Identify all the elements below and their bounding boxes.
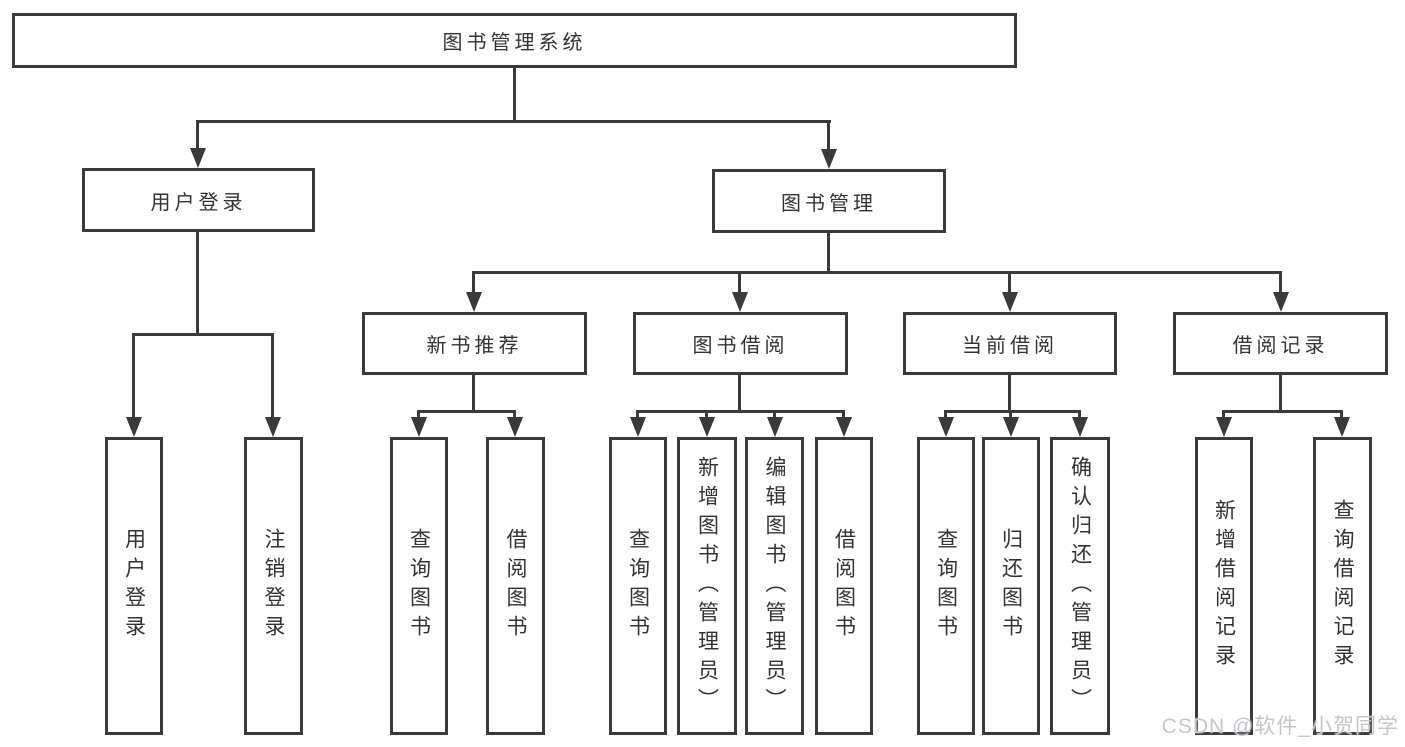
connector-current-borrow-rail: [944, 410, 1081, 413]
node-br-query-record-label: 查询借阅记录: [1331, 499, 1354, 673]
arrow-to-bb-query: [636, 410, 639, 417]
node-book-borrow: 图书借阅: [633, 312, 848, 375]
node-leaf-user-login: 用户登录: [105, 437, 163, 735]
node-leaf-user-login-label: 用户登录: [122, 528, 146, 644]
arrow-to-cb-confirm: [1078, 410, 1081, 417]
node-nb-borrow-books: 借阅图书: [486, 437, 545, 735]
node-leaf-logout-label: 注销登录: [262, 528, 285, 644]
node-br-query-record: 查询借阅记录: [1313, 437, 1372, 735]
node-new-books: 新书推荐: [362, 312, 587, 375]
connector-borrow-records-rail: [1222, 410, 1343, 413]
connector-book-borrow-rail: [636, 410, 845, 413]
node-current-borrow: 当前借阅: [903, 312, 1117, 375]
node-cb-query-books-label: 查询图书: [934, 528, 958, 644]
arrow-to-bb-add: [705, 410, 708, 417]
node-current-borrow-label: 当前借阅: [962, 335, 1058, 357]
node-bb-edit-books-label: 编辑图书（管理员）: [763, 455, 786, 717]
connector-borrow-records-down: [1279, 375, 1282, 410]
node-user-login-label: 用户登录: [150, 191, 247, 214]
node-root-label: 图书管理系统: [442, 32, 587, 54]
node-nb-query-books: 查询图书: [390, 437, 448, 735]
arrow-to-nb-query: [417, 410, 420, 417]
node-borrow-records-label: 借阅记录: [1232, 335, 1329, 357]
arrow-to-cb-query: [944, 410, 947, 417]
node-bb-query-books: 查询图书: [609, 437, 667, 735]
arrow-to-br-query: [1340, 410, 1343, 417]
csdn-watermark: CSDN @软件_小贺同学: [1161, 715, 1399, 738]
node-cb-confirm-return: 确认归还（管理员）: [1050, 437, 1110, 735]
node-bb-edit-books: 编辑图书（管理员）: [745, 437, 804, 735]
node-cb-return-books-label: 归还图书: [999, 528, 1023, 644]
connector-current-borrow-down: [1008, 375, 1011, 410]
arrow-to-current-borrow: [1008, 271, 1011, 292]
arrow-to-book-mgmt: [827, 120, 830, 149]
node-leaf-logout: 注销登录: [244, 437, 303, 735]
connector-user-login-down: [196, 232, 199, 333]
node-user-login: 用户登录: [82, 168, 315, 232]
arrow-to-book-borrow: [738, 271, 741, 292]
node-br-add-record: 新增借阅记录: [1195, 437, 1253, 735]
node-nb-query-books-label: 查询图书: [407, 528, 431, 644]
connector-user-login-rail: [132, 333, 274, 336]
connector-new-books-down: [472, 375, 475, 410]
arrow-to-user-login: [196, 120, 199, 148]
node-nb-borrow-books-label: 借阅图书: [504, 528, 527, 644]
node-new-books-label: 新书推荐: [426, 335, 523, 357]
arrow-to-leaf-user-login: [132, 333, 135, 417]
arrow-to-nb-borrow: [513, 410, 516, 417]
arrow-to-bb-borrow: [842, 410, 845, 417]
node-root: 图书管理系统: [12, 13, 1017, 68]
node-book-mgmt-label: 图书管理: [781, 192, 877, 215]
node-bb-add-books: 新增图书（管理员）: [677, 437, 737, 735]
arrow-to-borrow-records: [1279, 271, 1282, 292]
connector-level2-rail: [196, 120, 831, 123]
node-bb-query-books-label: 查询图书: [626, 528, 650, 644]
node-bb-borrow-books: 借阅图书: [815, 437, 873, 735]
node-cb-return-books: 归还图书: [982, 437, 1040, 735]
node-book-mgmt: 图书管理: [712, 169, 946, 233]
arrow-to-cb-return: [1009, 410, 1012, 417]
node-book-borrow-label: 图书借阅: [692, 335, 789, 357]
connector-new-books-rail: [417, 410, 516, 413]
connector-book-borrow-down: [738, 375, 741, 410]
arrow-to-br-add: [1222, 410, 1225, 417]
connector-root-down: [513, 68, 516, 120]
node-cb-query-books: 查询图书: [917, 437, 975, 735]
node-borrow-records: 借阅记录: [1173, 312, 1388, 375]
node-bb-add-books-label: 新增图书（管理员）: [695, 455, 719, 717]
connector-level3-rail: [472, 271, 1282, 274]
node-br-add-record-label: 新增借阅记录: [1212, 499, 1236, 673]
node-bb-borrow-books-label: 借阅图书: [832, 528, 856, 644]
connector-book-mgmt-down: [827, 233, 830, 271]
arrow-to-leaf-logout: [271, 333, 274, 417]
node-cb-confirm-return-label: 确认归还（管理员）: [1068, 455, 1092, 717]
arrow-to-new-books: [472, 271, 475, 292]
arrow-to-bb-edit: [773, 410, 776, 417]
